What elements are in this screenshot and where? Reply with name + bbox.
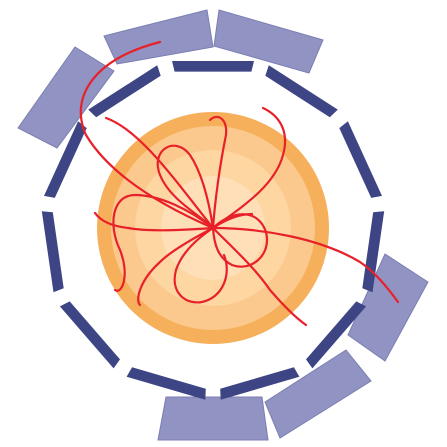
inner-ring-segment — [172, 61, 254, 72]
inner-ring-segment — [44, 121, 87, 198]
track-upper-right-loop — [211, 106, 287, 230]
inner-ring-segment — [41, 211, 64, 293]
inner-ring-segment — [339, 121, 382, 198]
particle-tracks — [79, 40, 400, 327]
track-left-curl — [112, 193, 215, 292]
track-left-horizontal — [93, 211, 215, 232]
inner-ring-segment — [59, 301, 120, 369]
track-bottom-curl — [173, 226, 228, 304]
track-upper-loop — [156, 144, 215, 230]
outer-module-bottom-right — [264, 349, 372, 439]
track-upper-left-arc — [104, 116, 215, 230]
outer-module-top-right — [213, 9, 324, 74]
track-center-short — [211, 212, 254, 230]
track-upper-hook — [208, 115, 228, 230]
inner-ring-segment — [126, 367, 206, 400]
outer-module-left — [17, 46, 115, 149]
track-lower-right — [211, 226, 308, 327]
track-bottom-left — [137, 226, 215, 307]
track-right-long — [211, 226, 400, 304]
inner-ring-segment — [362, 211, 385, 293]
inner-ring-segment — [265, 65, 338, 118]
outer-module-bottom — [157, 396, 269, 441]
inner-ring-segment — [306, 301, 367, 369]
inner-ring — [41, 61, 385, 400]
inner-ring-segment — [220, 367, 300, 400]
inner-ring-segment — [88, 65, 161, 118]
track-large-arc-upper-left — [79, 40, 215, 230]
